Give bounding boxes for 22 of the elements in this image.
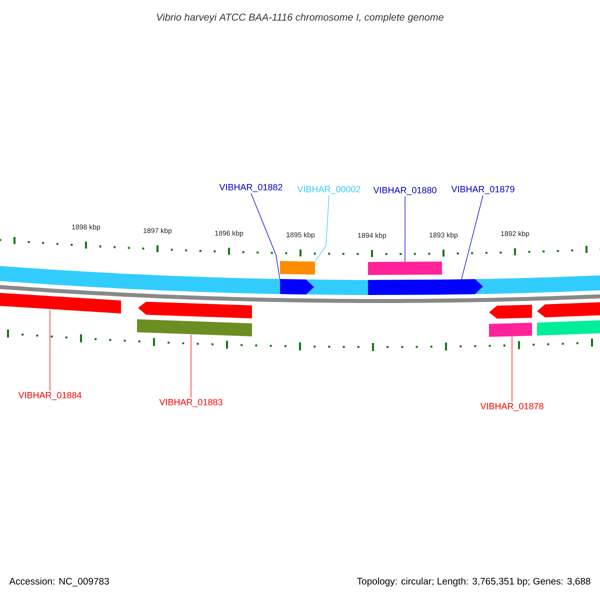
gene-label: VIBHAR_01878 <box>480 402 544 412</box>
gene-feature <box>0 292 121 314</box>
gene-label: VIBHAR_01884 <box>18 392 82 400</box>
footer-text: Accession: NC_009783 <box>9 578 109 586</box>
gene-feature <box>489 322 532 337</box>
gene-label: VIBHAR_01880 <box>373 186 436 196</box>
gene-label: VIBHAR_01882 <box>219 184 282 192</box>
title: Vibrio harveyi ATCC BAA-1116 chromosome I, complete genome <box>157 13 444 23</box>
leader-line <box>250 192 280 280</box>
leader-line <box>190 334 192 398</box>
footer-text: Topology: circular; Length: 3,765,351 bp; Genes: 3,688 <box>357 578 590 586</box>
leader-line <box>404 196 406 262</box>
leader-line <box>314 194 330 262</box>
gene-label: VIBHAR_01879 <box>451 186 514 194</box>
leader-line <box>461 194 484 280</box>
gene-feature <box>280 279 314 294</box>
gene-feature <box>440 279 483 295</box>
gene-label: VIBHAR_00002 <box>297 186 360 194</box>
gene-label: VIBHAR_01883 <box>159 398 222 408</box>
gene-feature <box>280 261 315 275</box>
gene-feature <box>368 262 442 275</box>
gene-feature <box>137 319 252 336</box>
